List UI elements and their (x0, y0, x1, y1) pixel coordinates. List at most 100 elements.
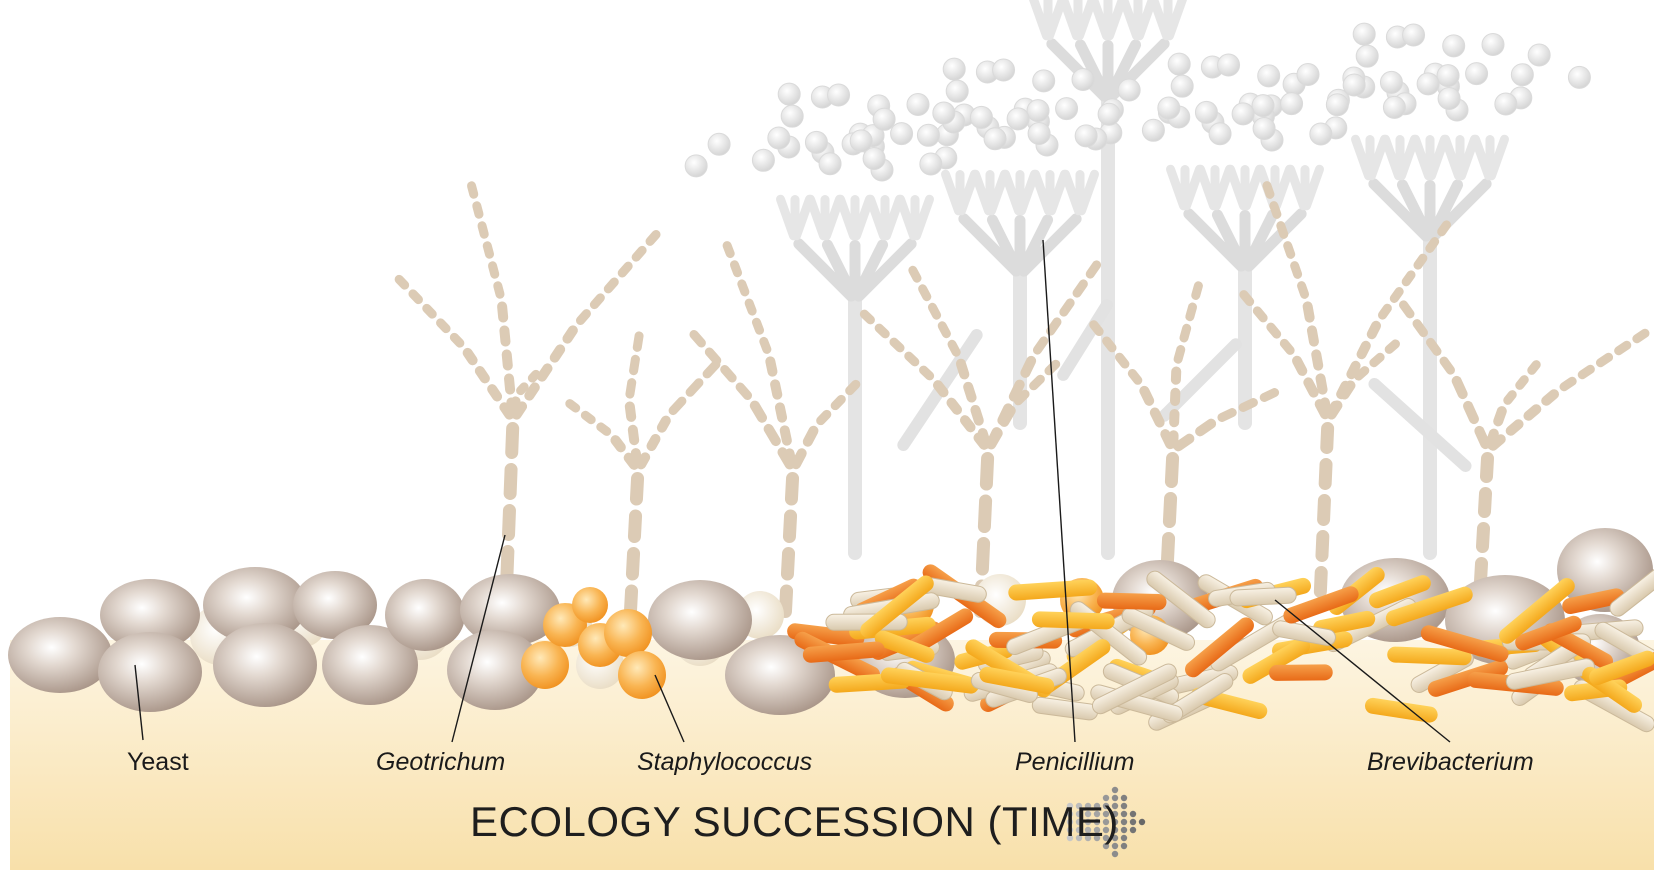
geotrichum-hypha (888, 336, 907, 354)
geotrichum-hypha (560, 323, 579, 345)
penicillium-spore (933, 102, 955, 124)
geotrichum-hypha (718, 363, 738, 384)
geotrichum-hypha (1216, 407, 1238, 424)
penicillium-spore (828, 84, 850, 106)
brevibacterium-label: Brevibacterium (1367, 748, 1534, 777)
penicillium-spore (1209, 123, 1231, 145)
geotrichum-hypha (502, 504, 516, 542)
yeast-cell (98, 632, 202, 712)
arrow-dot (1139, 819, 1145, 825)
geotrichum-hypha (1476, 522, 1491, 554)
geotrichum-hypha (1278, 337, 1297, 357)
penicillium-spore (850, 130, 872, 152)
penicillium-spore (1258, 65, 1280, 87)
penicillium-spore (1482, 34, 1504, 56)
geotrichum-hypha (917, 364, 936, 382)
geotrichum-hypha (1368, 351, 1387, 369)
geotrichum-hypha (781, 547, 796, 581)
geotrichum-hypha (1400, 269, 1417, 288)
geotrichum-hypha (976, 537, 991, 576)
geotrichum-hypha (1170, 388, 1181, 407)
geotrichum-hypha (743, 297, 758, 317)
staphylococcus-label: Staphylococcus (637, 748, 812, 777)
geotrichum-hypha (748, 399, 769, 425)
yeast-cell (213, 623, 317, 707)
penicillium-spore (1568, 66, 1590, 88)
geotrichum-hypha (1171, 366, 1182, 385)
geotrichum-hypha (1289, 260, 1303, 280)
geotrichum-hypha (504, 373, 516, 395)
geotrichum-hypha (448, 331, 466, 350)
geotrichum-hypha (1027, 373, 1046, 392)
geotrichum-hypha (1290, 354, 1309, 378)
geotrichum-hypha (420, 302, 438, 321)
penicillium-spore (1356, 45, 1378, 67)
geotrichum-hypha (1302, 301, 1316, 324)
geotrichum-hypha (1264, 321, 1283, 341)
penicillium-spore (805, 131, 827, 153)
arrow-dot (1112, 787, 1118, 793)
geotrichum-hypha (1478, 487, 1493, 519)
geotrichum-hypha (751, 316, 766, 336)
ecology-succession-title: ECOLOGY SUCCESSION (TIME) (470, 798, 1119, 846)
penicillium-spore (1443, 35, 1465, 57)
brevibacterium-rod (1230, 587, 1297, 606)
geotrichum-hypha (1365, 319, 1383, 341)
geotrichum-hypha (902, 350, 921, 368)
geotrichum-hypha (407, 287, 425, 306)
geotrichum-hypha (936, 320, 952, 340)
geotrichum-hypha (907, 264, 923, 284)
geotrichum-hypha (1165, 452, 1180, 489)
geotrichum-hypha (769, 378, 783, 400)
arrow-dot (1121, 803, 1127, 809)
penicillium-stalk (1013, 265, 1027, 430)
penicillium-spore (1437, 65, 1459, 87)
geotrichum-hypha (574, 307, 593, 327)
yeast-label: Yeast (127, 748, 189, 777)
penicillium-spore (1297, 64, 1319, 86)
geotrichum-hypha (721, 240, 736, 260)
penicillium-spore (1252, 95, 1274, 117)
arrow-dot (1121, 819, 1127, 825)
geotrichum-hypha (1258, 387, 1280, 404)
penicillium-spore (1072, 69, 1094, 91)
geotrichum-hypha (1173, 344, 1187, 365)
penicillium-spore (1528, 44, 1550, 66)
geotrichum-hypha (829, 393, 848, 412)
penicillium-stalk (1101, 90, 1115, 560)
geotrichum-hypha (944, 396, 964, 417)
geotrichum-hypha (1193, 417, 1218, 439)
geotrichum-hypha (962, 381, 978, 404)
geotrichum-hypha (625, 377, 637, 399)
penicillium-spore (1232, 103, 1254, 125)
geotrichum-hypha (501, 349, 513, 371)
geotrichum-hypha (1576, 363, 1597, 381)
geotrichum-hypha (926, 301, 942, 321)
geotrichum-hypha (497, 301, 509, 323)
penicillium-spore (1027, 100, 1049, 122)
penicillium-spore (1142, 119, 1164, 141)
geotrichum-hypha (774, 401, 788, 423)
penicillium-spore (1195, 101, 1217, 123)
penicillium-spore (1158, 97, 1180, 119)
penicillium-spore (1495, 93, 1517, 115)
geotrichum-hypha (1355, 339, 1373, 361)
geotrichum-hypha (548, 342, 567, 364)
geotrichum-hypha (492, 280, 505, 299)
geotrichum-hypha (482, 240, 495, 259)
penicillium-spore (1343, 74, 1365, 96)
geotrichum-hypha (503, 463, 517, 501)
geotrichum-hypha (980, 452, 995, 491)
penicillium-spore (1033, 70, 1055, 92)
yeast-cell (385, 579, 465, 651)
geotrichum-hypha (471, 200, 484, 219)
arrow-dot (1121, 835, 1127, 841)
geotrichum-hypha (1058, 297, 1077, 319)
geotrichum-hypha (1513, 373, 1530, 391)
penicillium-layer (685, 0, 1590, 560)
penicillium-spore (1056, 98, 1078, 120)
geotrichum-hypha (630, 472, 645, 506)
penicillium-spore (1253, 118, 1275, 140)
geotrichum-hypha (1539, 387, 1561, 408)
geotrichum-hypha (1376, 302, 1393, 321)
